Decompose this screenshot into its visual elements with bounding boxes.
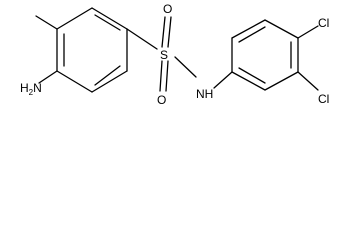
oxygen-bottom-label: O [157,93,166,107]
sulfur-oxygen-top-bond [161,16,166,48]
nh-ring-bond [213,71,233,89]
amine-bond [38,70,58,84]
double-bond-inner [238,67,266,84]
chemical-structure: H2N S O O NH Cl Cl [20,2,329,107]
amine-n: N [33,81,42,95]
chlorine-top-label: Cl [318,16,329,30]
bond [56,7,93,30]
amine-h: H [20,81,29,95]
sulfur-oxygen-bottom-bond [159,60,163,92]
double-bond-inner [94,65,121,86]
amine-label: H2N [20,81,42,97]
double-bond-inner [238,26,266,43]
bond [264,19,299,39]
chlorine-bottom-bond [297,71,319,91]
ring-sulfur-bond [126,28,158,50]
sulfur-nh-bond [174,56,197,78]
sulfur-label: S [160,48,168,62]
bond [56,70,93,93]
amine-subscript: 2 [29,88,34,97]
bond [264,71,299,91]
bond [91,7,128,30]
bond [91,70,128,93]
sulfur-oxygen-bottom-bond [165,60,169,92]
right-benzene-ring [231,19,299,91]
left-benzene-ring [56,7,128,93]
chlorine-top-bond [297,25,319,39]
nh-label: NH [196,87,213,101]
methyl-bond [35,15,58,30]
oxygen-top-label: O [163,2,172,16]
sulfur-oxygen-top-bond [167,16,172,48]
bond [231,71,266,91]
chlorine-bottom-label: Cl [318,92,329,106]
double-bond-inner [94,14,121,31]
bond [231,19,266,39]
